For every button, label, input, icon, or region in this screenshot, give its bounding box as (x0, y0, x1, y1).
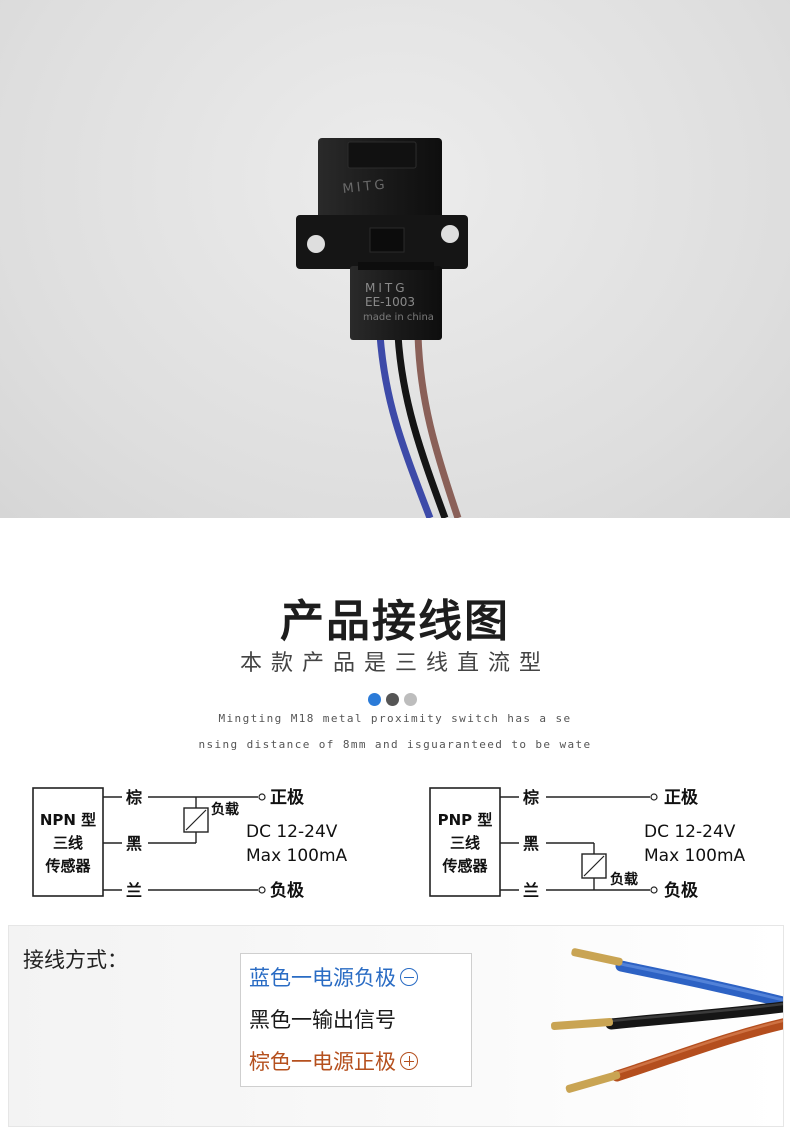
dot-blue (368, 693, 381, 706)
dot-light (404, 693, 417, 706)
description-line-2: nsing distance of 8mm and isguaranteed t… (198, 738, 592, 751)
page-title: 产品接线图 (280, 596, 510, 647)
product-photo: MITG MITG EE-1003 made in china (0, 0, 790, 518)
pnp-sensor-box (429, 787, 501, 897)
page-subtitle: 本款产品是三线直流型 (239, 651, 550, 676)
connector-brand-text: MITG (365, 281, 408, 295)
pnp-box-line-1: PNP 型 (438, 811, 493, 829)
description-line-1: Mingting M18 metal proximity switch has … (218, 712, 572, 725)
pnp-box-line-3: 传感器 (441, 857, 488, 875)
legend-brown-wire: 棕色一电源正极 (249, 1046, 418, 1076)
pnp-blue-label: 兰 (523, 881, 539, 900)
npn-box-line-3: 传感器 (44, 857, 91, 875)
legend-black-wire: 黑色一输出信号 (249, 1004, 396, 1034)
minus-circle-icon (400, 968, 418, 986)
wiring-method-panel: 接线方式： 蓝色一电源负极 黑色一输出信号 棕色一电源正极 (8, 925, 784, 1127)
connector-model-text: EE-1003 (365, 295, 415, 309)
npn-blue-label: 兰 (126, 881, 142, 900)
pnp-brown-label: 棕 (523, 788, 539, 807)
legend-blue-wire: 蓝色一电源负极 (249, 962, 418, 992)
npn-current-label: Max 100mA (246, 846, 348, 866)
body-brand-text: MITG (342, 177, 388, 197)
dot-dark (386, 693, 399, 706)
wiring-method-label: 接线方式： (23, 948, 128, 972)
pnp-current-label: Max 100mA (644, 846, 746, 866)
wire-color-legend: 蓝色一电源负极 黑色一输出信号 棕色一电源正极 (240, 953, 472, 1087)
npn-box-line-2: 三线 (53, 834, 83, 852)
pnp-positive-label: 正极 (664, 788, 698, 808)
wiring-diagrams: NPN 型 三线 传感器 棕 黑 兰 负载 正极 负极 DC 12-24V Ma… (32, 787, 746, 901)
legend-blue-text: 蓝色一电源负极 (249, 966, 396, 990)
decorative-dots (368, 693, 417, 706)
pnp-negative-label: 负极 (664, 880, 698, 901)
npn-positive-label: 正极 (270, 788, 304, 808)
pnp-voltage-label: DC 12-24V (644, 822, 736, 842)
wire-ends-photo (550, 948, 783, 1093)
pnp-box-line-2: 三线 (450, 834, 480, 852)
legend-black-text: 黑色一输出信号 (249, 1008, 396, 1032)
legend-brown-text: 棕色一电源正极 (249, 1050, 396, 1074)
plus-circle-icon (400, 1052, 418, 1070)
npn-diagram: NPN 型 三线 传感器 棕 黑 兰 负载 正极 负极 DC 12-24V Ma… (32, 787, 348, 901)
sensor-illustration: MITG MITG EE-1003 made in china (296, 138, 468, 518)
npn-box-line-1: NPN 型 (40, 811, 96, 829)
npn-load-label: 负载 (211, 801, 239, 818)
npn-voltage-label: DC 12-24V (246, 822, 338, 842)
npn-negative-label: 负极 (270, 880, 304, 901)
npn-brown-label: 棕 (126, 788, 142, 807)
pnp-diagram: PNP 型 三线 传感器 棕 黑 兰 负载 正极 负极 DC 12-24V Ma… (429, 787, 746, 901)
npn-black-label: 黑 (126, 834, 142, 853)
connector-origin-text: made in china (363, 312, 434, 323)
pnp-black-label: 黑 (523, 834, 539, 853)
pnp-load-label: 负载 (610, 871, 638, 888)
npn-sensor-box (32, 787, 104, 897)
